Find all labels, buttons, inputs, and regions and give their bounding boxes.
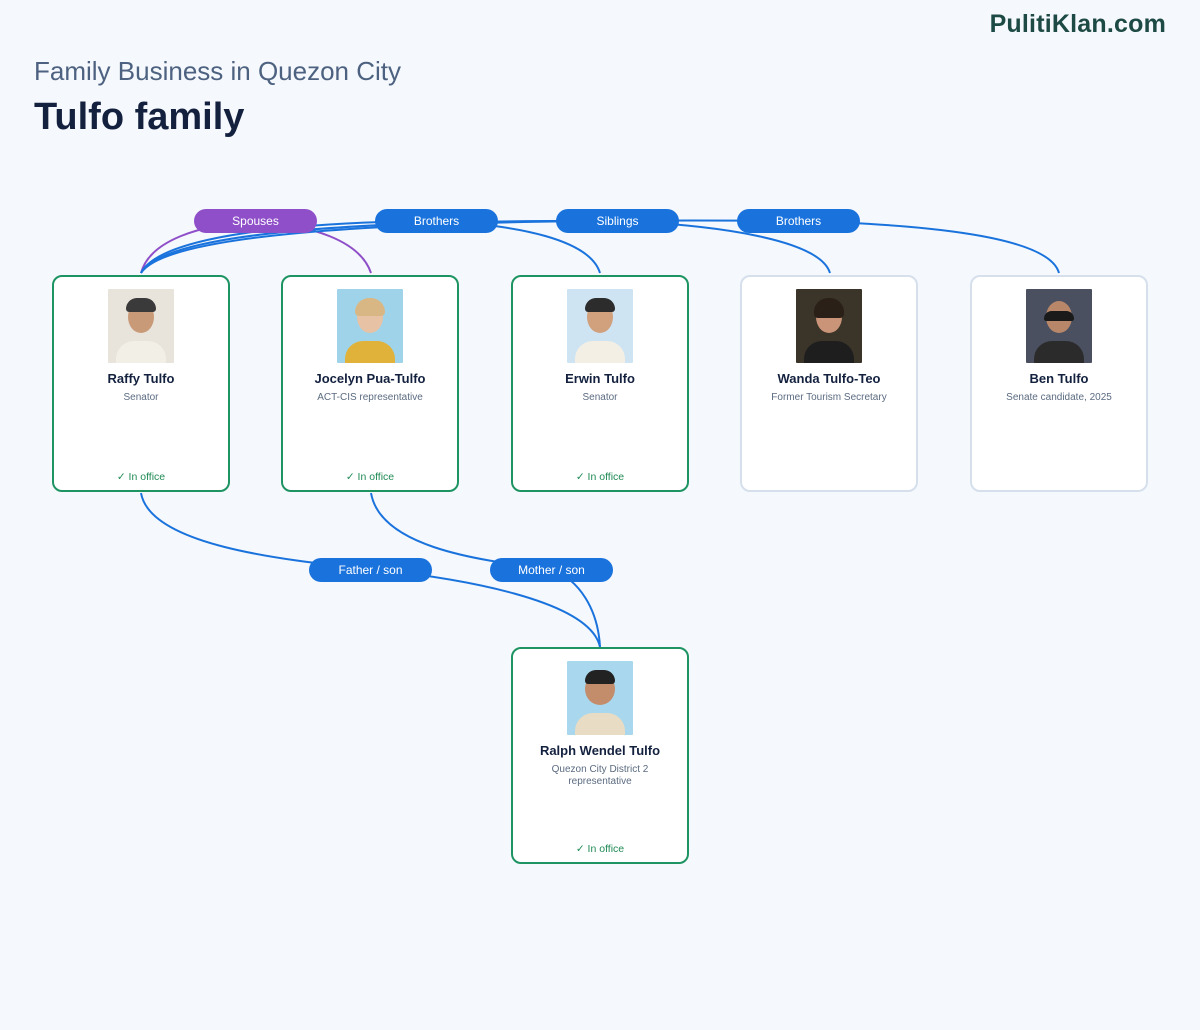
person-name: Wanda Tulfo-Teo — [777, 371, 881, 386]
person-card-ben-tulfo[interactable]: Ben Tulfo Senate candidate, 2025 — [970, 275, 1148, 492]
portrait-photo — [796, 289, 862, 363]
person-role: Quezon City District 2 representative — [551, 764, 649, 787]
portrait-photo — [1026, 289, 1092, 363]
person-name: Jocelyn Pua-Tulfo — [314, 371, 426, 386]
page-title: Tulfo family — [34, 96, 245, 138]
relation-pill-brothers[interactable]: Brothers — [375, 209, 498, 233]
relation-pill-mother-son[interactable]: Mother / son — [490, 558, 613, 582]
person-card-jocelyn-pua-tulfo[interactable]: Jocelyn Pua-Tulfo ACT-CIS representative… — [281, 275, 459, 492]
person-role: Senate candidate, 2025 — [1006, 392, 1112, 403]
person-name: Ralph Wendel Tulfo — [539, 743, 661, 758]
person-role: Senator — [582, 392, 618, 403]
person-role: Senator — [123, 392, 159, 403]
site-brand: PulitiKlan.com — [989, 10, 1166, 38]
person-role: Former Tourism Secretary — [771, 392, 887, 403]
status-in-office: ✓ In office — [575, 471, 625, 483]
person-name: Erwin Tulfo — [565, 371, 635, 386]
relation-pill-siblings[interactable]: Siblings — [556, 209, 679, 233]
relation-pill-spouses[interactable]: Spouses — [194, 209, 317, 233]
person-name: Raffy Tulfo — [107, 371, 175, 386]
status-in-office: ✓ In office — [345, 471, 395, 483]
person-name: Ben Tulfo — [1029, 371, 1089, 386]
status-in-office: ✓ In office — [116, 471, 166, 483]
person-card-erwin-tulfo[interactable]: Erwin Tulfo Senator ✓ In office — [511, 275, 689, 492]
portrait-photo — [108, 289, 174, 363]
status-in-office: ✓ In office — [575, 843, 625, 855]
portrait-photo — [337, 289, 403, 363]
relation-pill-brothers[interactable]: Brothers — [737, 209, 860, 233]
person-card-wanda-tulfo-teo[interactable]: Wanda Tulfo-Teo Former Tourism Secretary — [740, 275, 918, 492]
portrait-photo — [567, 289, 633, 363]
person-role: ACT-CIS representative — [317, 392, 423, 403]
page-subtitle: Family Business in Quezon City — [34, 56, 402, 86]
relation-pill-father-son[interactable]: Father / son — [309, 558, 432, 582]
person-card-raffy-tulfo[interactable]: Raffy Tulfo Senator ✓ In office — [52, 275, 230, 492]
portrait-photo — [567, 661, 633, 735]
person-card-ralph-wendel-tulfo[interactable]: Ralph Wendel Tulfo Quezon City District … — [511, 647, 689, 864]
